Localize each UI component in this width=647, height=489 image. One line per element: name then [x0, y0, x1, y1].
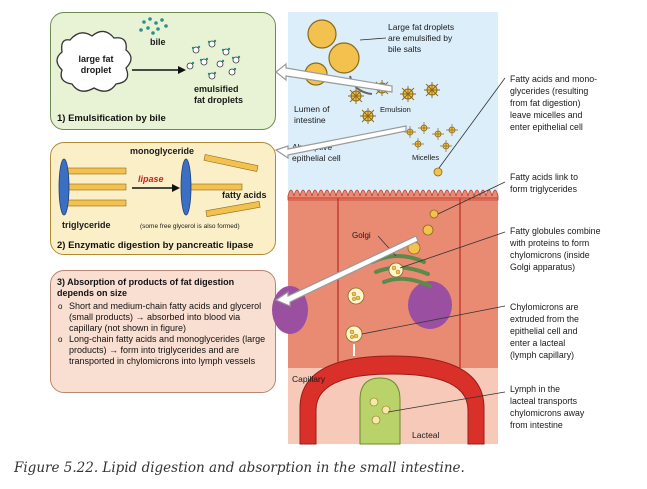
note5-line3: chylomicrons away [510, 408, 585, 418]
monoglyceride-label: monoglyceride [130, 146, 194, 156]
capillary-and-lacteal [288, 355, 498, 445]
note5-line2: lacteal transports [510, 396, 578, 406]
top-label-3: bile salts [388, 44, 421, 54]
absorptive-label-2: epithelial cell [292, 153, 341, 163]
note2-line2: form triglycerides [510, 184, 578, 194]
note1-line1: Fatty acids and mono- [510, 74, 597, 84]
triglyceride-label: triglyceride [62, 220, 111, 230]
emulsified-label-2: fat droplets [194, 95, 243, 105]
lacteal-label: Lacteal [412, 430, 440, 440]
large-fat-droplet-label-2: droplet [81, 65, 112, 75]
absorption-bullet-long: Long-chain fatty acids and monoglyceride… [58, 334, 271, 367]
free-fatty-acid [433, 167, 443, 177]
absorption-panel: 3) Absorption of products of fat digesti… [50, 270, 276, 393]
note4-line2: extruded from the [510, 314, 579, 324]
glycerol-note: (some free glycerol is also formed) [140, 223, 240, 230]
bile-label: bile [150, 37, 166, 47]
note5-line1: Lymph in the [510, 384, 560, 394]
note4-line1: Chylomicrons are [510, 302, 579, 312]
top-label-1: Large fat droplets [388, 22, 454, 32]
figure-caption: Figure 5.22. Lipid digestion and absorpt… [14, 460, 465, 476]
note4-line5: (lymph capillary) [510, 350, 574, 360]
note1-line4: leave micelles and [510, 110, 582, 120]
note1-line3: from fat digestion) [510, 98, 580, 108]
enzymatic-digestion-panel: 2) Enzymatic digestion by pancreatic lip… [50, 142, 276, 255]
emulsified-label-1: emulsified [194, 84, 239, 94]
note4-line4: enter a lacteal [510, 338, 565, 348]
fatty-acids-label: fatty acids [222, 190, 267, 200]
note1-line5: enter epithelial cell [510, 122, 583, 132]
lumen-label-1: Lumen of [294, 104, 330, 114]
pointer-arrows [274, 62, 419, 307]
callout-lines [361, 77, 506, 413]
enzymatic-digestion-title: 2) Enzymatic digestion by pancreatic lip… [57, 240, 254, 251]
note3-line4: Golgi apparatus) [510, 262, 575, 272]
fatty-acid-chains [203, 154, 261, 217]
large-fat-droplet-label-1: large fat [78, 54, 113, 64]
golgi-label: Golgi [352, 231, 371, 240]
note1-line2: glycerides (resulting [510, 86, 588, 96]
lumen-label-2: intestine [294, 115, 326, 125]
note2-line1: Fatty acids link to [510, 172, 578, 182]
right-notes: Fatty acids and mono- glycerides (result… [509, 74, 601, 430]
emulsification-title: 1) Emulsification by bile [57, 113, 166, 124]
bile-dots [139, 17, 168, 35]
absorption-title: 3) Absorption of products of fat digesti… [57, 277, 235, 298]
large-fat-droplet [56, 30, 132, 92]
note4-line3: epithelial cell and [510, 326, 578, 336]
note3-line1: Fatty globules combine [510, 226, 601, 236]
capillary-label: Capillary [292, 374, 326, 384]
absorption-bullet-short: Short and medium-chain fatty acids and g… [58, 301, 271, 334]
note3-line2: with proteins to form [509, 238, 589, 248]
absorption-text: 3) Absorption of products of fat digesti… [57, 277, 271, 367]
lipase-label: lipase [138, 174, 164, 184]
micelles-label: Micelles [412, 153, 439, 162]
emulsified-droplets [186, 39, 241, 80]
note5-line4: from intestine [510, 420, 563, 430]
note3-line3: chylomicrons (inside [510, 250, 590, 260]
monoglyceride-molecule [180, 158, 243, 216]
emulsion-label: Emulsion [380, 105, 411, 114]
top-label-2: are emulsified by [388, 33, 453, 43]
triglyceride-molecule [58, 158, 127, 216]
